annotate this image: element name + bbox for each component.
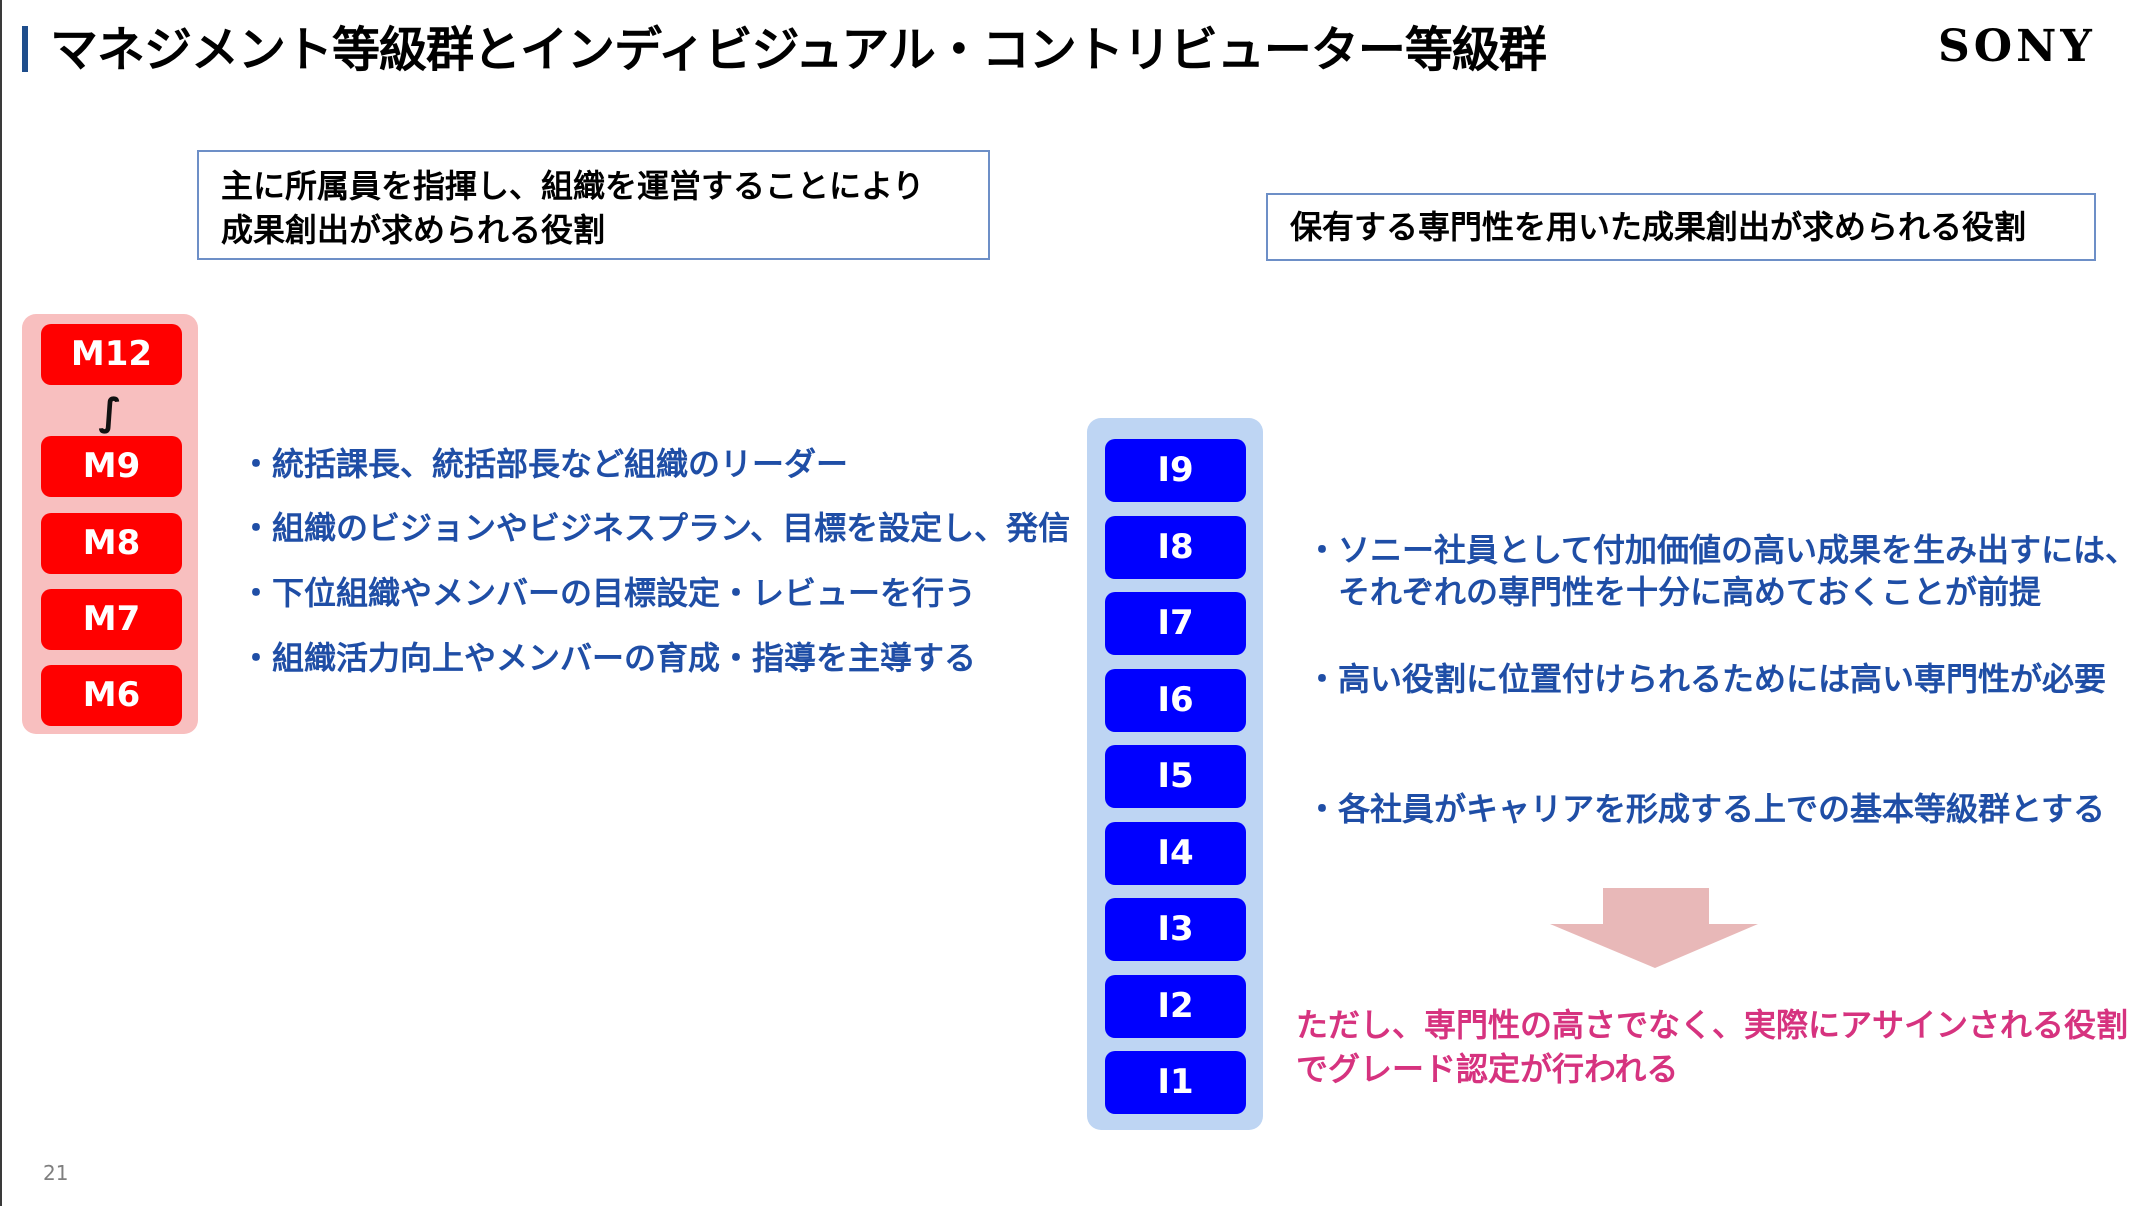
sony-logo: SONY (1938, 21, 2096, 72)
down-arrow-icon (1550, 888, 1758, 968)
management-role-line-1: 主に所属員を指揮し、組織を運営することにより (221, 167, 925, 205)
grade-m6: M6 (41, 665, 182, 726)
ic-bullet: ・高い役割に位置付けられるためには高い専門性が必要 (1306, 660, 2107, 698)
management-bullet: ・組織活力向上やメンバーの育成・指導を主導する (240, 639, 977, 677)
grade-m9: M9 (41, 436, 182, 497)
grade-m12: M12 (41, 324, 182, 385)
ic-grade-group: I9 I8 I7 I6 I5 I4 I3 I2 I1 (1087, 418, 1263, 1130)
grade-i9: I9 (1105, 439, 1246, 502)
note-line-1: ただし、専門性の高さでなく、実際にアサインされる役割 (1296, 1006, 2129, 1044)
ic-bullet: ・各社員がキャリアを形成する上での基本等級群とする (1306, 790, 2106, 828)
note-line-2: でグレード認定が行われる (1296, 1050, 1679, 1088)
grade-assignment-note: ただし、専門性の高さでなく、実際にアサインされる役割 でグレード認定が行われる (1296, 1003, 2128, 1091)
grade-i7: I7 (1105, 592, 1246, 655)
title-accent-bar (22, 26, 28, 72)
grade-i5: I5 (1105, 745, 1246, 808)
management-role-box: 主に所属員を指揮し、組織を運営することにより 成果創出が求められる役割 (197, 150, 990, 260)
grade-m8: M8 (41, 513, 182, 574)
page-title: マネジメント等級群とインディビジュアル・コントリビューター等級群 (50, 22, 1547, 78)
slide-left-border (0, 0, 2, 1206)
grade-m7: M7 (41, 589, 182, 650)
grade-i1: I1 (1105, 1051, 1246, 1114)
range-tilde-icon: ∫ (98, 390, 122, 434)
management-grade-group: M12 ∫ M9 M8 M7 M6 (22, 314, 198, 734)
grade-i3: I3 (1105, 898, 1246, 961)
grade-i2: I2 (1105, 975, 1246, 1038)
management-bullet: ・統括課長、統括部長など組織のリーダー (240, 445, 849, 483)
page-number: 21 (43, 1161, 69, 1185)
ic-bullet: ・ソニー社員として付加価値の高い成果を生み出すには、 (1306, 531, 2138, 569)
management-role-line-2: 成果創出が求められる役割 (221, 211, 606, 249)
management-bullet: ・下位組織やメンバーの目標設定・レビューを行う (240, 574, 977, 612)
ic-bullet-continuation: それぞれの専門性を十分に高めておくことが前提 (1306, 573, 2042, 611)
grade-i8: I8 (1105, 516, 1246, 579)
ic-role-text: 保有する専門性を用いた成果創出が求められる役割 (1290, 208, 2027, 246)
grade-i6: I6 (1105, 669, 1246, 732)
ic-role-box: 保有する専門性を用いた成果創出が求められる役割 (1266, 193, 2096, 261)
grade-i4: I4 (1105, 822, 1246, 885)
management-bullet: ・組織のビジョンやビジネスプラン、目標を設定し、発信 (240, 509, 1071, 547)
